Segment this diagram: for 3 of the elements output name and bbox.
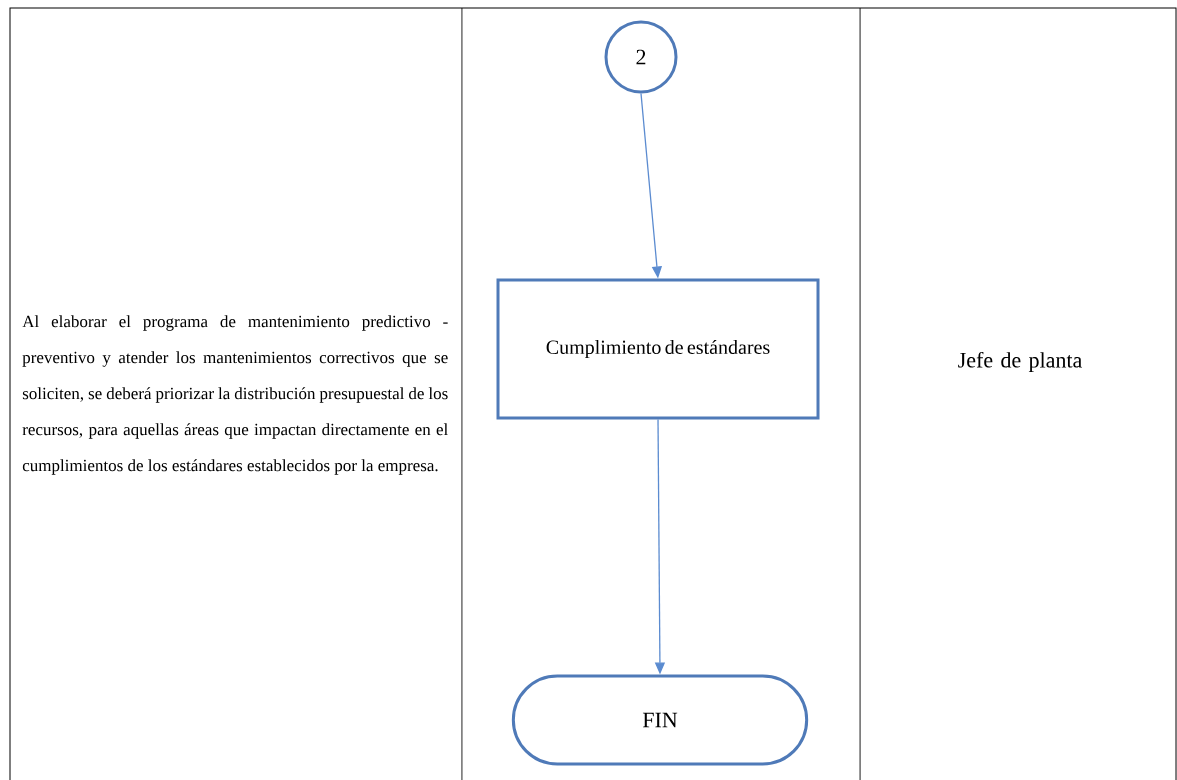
cell-text: Jefe de planta: [958, 351, 1082, 373]
process-box: Cumplimiento de estándares: [496, 278, 820, 420]
cell-text: Al elaborar el programa de mantenimiento predictivo - preventivo y atender los mantenimientos correctivos que se soliciten, se deberá priorizar la distribución presupuestal de los recursos, para aquellas áreas que impactan directamente en el cumplimientos de los estándares establecidos por la empresa.: [22, 315, 448, 475]
